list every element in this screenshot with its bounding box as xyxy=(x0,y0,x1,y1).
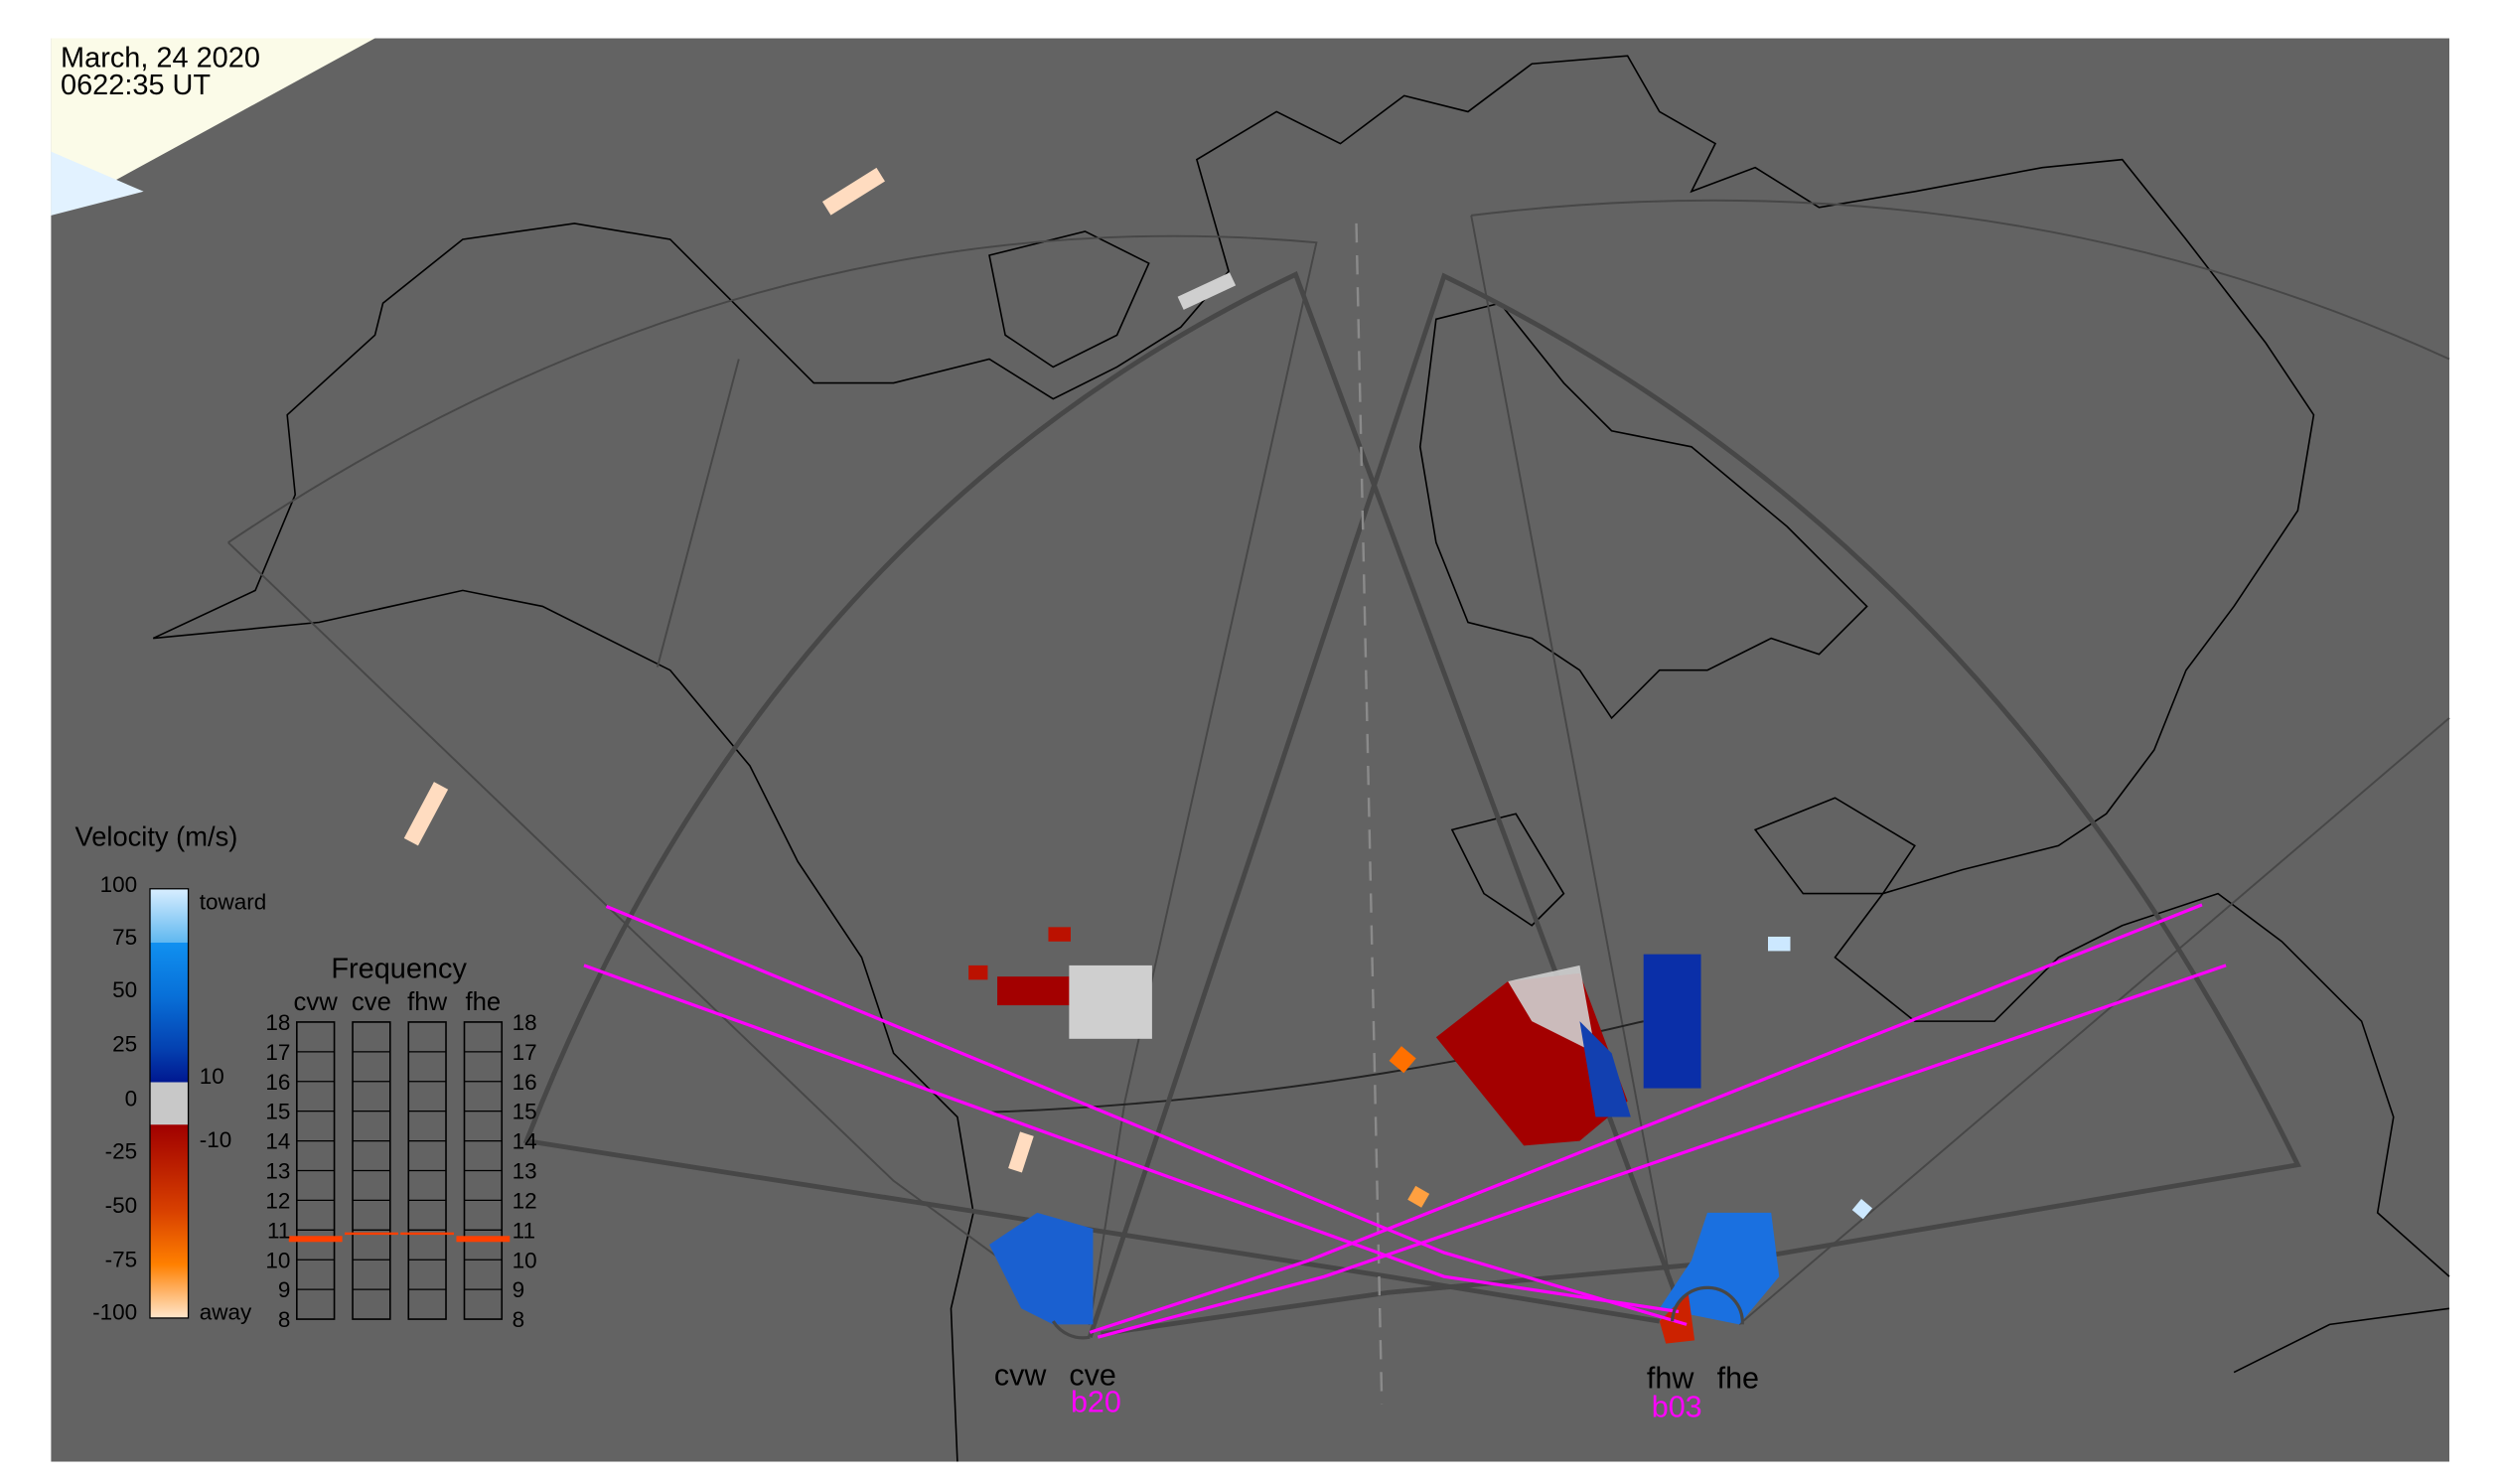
frequency-tick-left: 14 xyxy=(265,1129,290,1154)
legend-tick: 100 xyxy=(100,872,138,897)
ocean-corner xyxy=(51,151,144,216)
threshold-pos: 10 xyxy=(200,1064,224,1089)
frequency-tick-right: 11 xyxy=(513,1218,535,1243)
frequency-tick-left: 11 xyxy=(267,1218,290,1243)
frequency-band-cve xyxy=(345,1232,398,1236)
frequency-tick-right: 18 xyxy=(513,1010,537,1035)
frequency-title: Frequency xyxy=(331,954,467,985)
frequency-tick-left: 16 xyxy=(265,1070,290,1095)
frequency-tick-right: 14 xyxy=(513,1129,537,1154)
frequency-tick-left: 12 xyxy=(265,1188,290,1213)
legend-tick: 75 xyxy=(112,925,137,950)
frequency-tick-left: 17 xyxy=(265,1040,290,1065)
legend-title: Velocity (m/s) xyxy=(75,820,238,851)
site-label-cve: cve xyxy=(1069,1358,1116,1392)
velocity-colorbar xyxy=(149,888,190,1319)
frequency-tick-right: 8 xyxy=(513,1307,525,1332)
frequency-radar-fhw: fhw xyxy=(407,988,447,1016)
land-corner xyxy=(51,38,375,216)
frequency-band-cvw xyxy=(288,1236,343,1243)
legend-tick: -75 xyxy=(105,1248,138,1272)
legend-tick: -50 xyxy=(105,1193,138,1218)
frequency-tick-right: 12 xyxy=(513,1188,537,1213)
site-label-fhw: fhw xyxy=(1647,1362,1694,1396)
fh-site-arc xyxy=(1671,1285,1744,1325)
beam-label-b03: b03 xyxy=(1652,1391,1702,1424)
frequency-tick-left: 10 xyxy=(265,1248,290,1272)
legend-tick: 50 xyxy=(112,977,137,1002)
threshold-neg: -10 xyxy=(200,1127,232,1152)
fov-thick xyxy=(522,271,2301,1338)
meridian-dashed xyxy=(1355,223,1384,1405)
site-label-fhe: fhe xyxy=(1717,1362,1759,1396)
frequency-tick-right: 13 xyxy=(513,1159,537,1184)
legend-tick: 0 xyxy=(125,1086,138,1111)
frequency-radar-cve: cve xyxy=(352,988,391,1016)
frequency-tick-left: 15 xyxy=(265,1100,290,1124)
time-label: 0622:35 UT xyxy=(61,70,211,101)
away-label: away xyxy=(200,1300,252,1325)
map-background xyxy=(51,38,2449,1462)
frequency-band-fhw xyxy=(400,1232,455,1236)
frequency-tick-right: 17 xyxy=(513,1040,537,1065)
cv-site-arc xyxy=(1051,1320,1091,1340)
frequency-radar-fhe: fhe xyxy=(466,988,502,1016)
legend-tick: -25 xyxy=(105,1138,138,1163)
date-label: March, 24 2020 xyxy=(61,42,260,74)
frequency-tick-right: 10 xyxy=(513,1248,537,1272)
frequency-tick-left: 9 xyxy=(278,1277,291,1302)
frequency-tick-left: 18 xyxy=(265,1010,290,1035)
frequency-tick-right: 15 xyxy=(513,1100,537,1124)
frequency-tick-left: 8 xyxy=(278,1307,291,1332)
frequency-radar-cvw: cvw xyxy=(294,988,339,1016)
frequency-tick-right: 9 xyxy=(513,1277,525,1302)
legend-tick: -100 xyxy=(92,1300,137,1325)
legend-tick: 25 xyxy=(112,1032,137,1057)
toward-label: toward xyxy=(200,890,267,915)
velocity-scatter xyxy=(403,167,1873,1344)
beam-label-b20: b20 xyxy=(1071,1386,1121,1419)
velocity-legend: Velocity (m/s) 100 75 50 25 xyxy=(75,820,267,1324)
frequency-tick-left: 13 xyxy=(265,1159,290,1184)
beam-lines xyxy=(583,903,2227,1339)
site-label-cvw: cvw xyxy=(994,1358,1048,1392)
frequency-band-fhe xyxy=(456,1236,511,1243)
frequency-tick-right: 16 xyxy=(513,1070,537,1095)
